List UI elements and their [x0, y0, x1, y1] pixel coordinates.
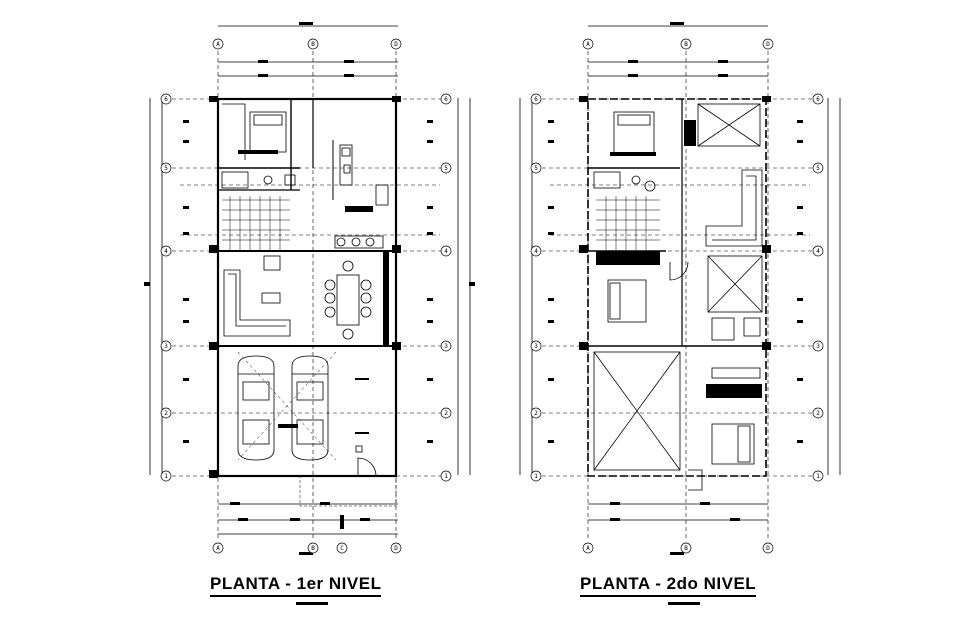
axis-top-1: A	[586, 41, 590, 48]
scale-bar-2	[668, 602, 700, 605]
axis-row-left-5: 2	[534, 410, 538, 417]
plan-title-1er-nivel: PLANTA - 1er NIVEL	[210, 574, 382, 597]
axis-row-left-4: 3	[164, 343, 168, 350]
axis-bottom-1: A	[586, 545, 590, 552]
axis-row-left-6: 1	[534, 473, 538, 480]
plan-1er-nivel	[144, 22, 475, 555]
axis-row-left-3: 4	[534, 248, 538, 255]
axis-row-left-1: 6	[164, 96, 168, 103]
axis-row-right-2: 5	[444, 165, 448, 172]
axis-bottom-3: D	[766, 545, 770, 552]
axis-top-3: D	[394, 41, 398, 48]
axis-row-left-2: 5	[534, 165, 538, 172]
plan-title-2do-nivel: PLANTA - 2do NIVEL	[580, 574, 757, 597]
axis-row-left-2: 5	[164, 165, 168, 172]
axis-bottom-3: C	[340, 545, 344, 552]
axis-bottom-2: B	[684, 545, 688, 552]
axis-row-right-5: 2	[444, 410, 448, 417]
axis-top-1: A	[216, 41, 220, 48]
axis-row-left-3: 4	[164, 248, 168, 255]
axis-row-right-1: 6	[444, 96, 448, 103]
axis-row-left-4: 3	[534, 343, 538, 350]
axis-row-left-1: 6	[534, 96, 538, 103]
axis-row-right-3: 4	[444, 248, 448, 255]
axis-row-right-4: 3	[444, 343, 448, 350]
axis-bubbles-plan-1	[160, 38, 452, 554]
axis-row-right-1: 6	[816, 96, 820, 103]
plan-2do-nivel	[519, 22, 841, 555]
axis-top-3: D	[766, 41, 770, 48]
axis-bottom-2: B	[311, 545, 315, 552]
axis-row-left-5: 2	[164, 410, 168, 417]
axis-row-right-3: 4	[816, 248, 820, 255]
axis-top-2: B	[684, 41, 688, 48]
axis-bubbles-plan-2	[530, 38, 824, 554]
scale-bar-1	[296, 602, 328, 605]
axis-row-right-4: 3	[816, 343, 820, 350]
axis-row-right-6: 1	[816, 473, 820, 480]
axis-bottom-1: A	[216, 545, 220, 552]
car-left	[237, 355, 275, 461]
axis-row-right-5: 2	[816, 410, 820, 417]
car-right	[291, 355, 329, 461]
axis-row-right-6: 1	[444, 473, 448, 480]
axis-top-2: B	[311, 41, 315, 48]
axis-row-left-6: 1	[164, 473, 168, 480]
axis-bottom-4: D	[394, 545, 398, 552]
axis-row-right-2: 5	[816, 165, 820, 172]
